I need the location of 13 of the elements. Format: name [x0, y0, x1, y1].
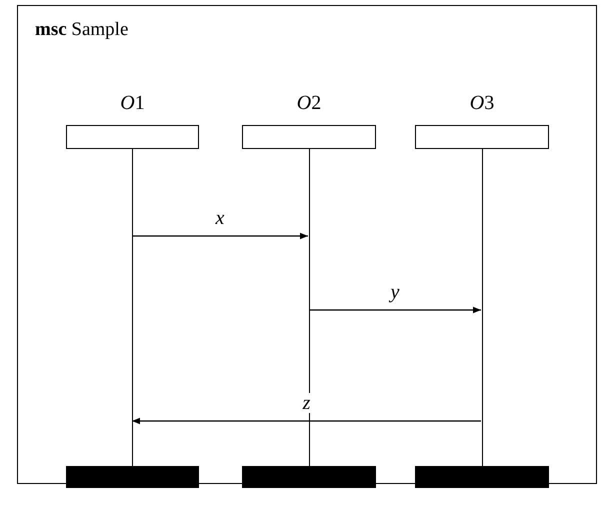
instance-end-bar — [66, 466, 199, 488]
message-label: z — [300, 393, 312, 413]
instance-name: O2 — [296, 91, 322, 115]
frame-title: msc Sample — [35, 19, 128, 41]
lifeline — [132, 149, 133, 466]
instance-end-bar — [242, 466, 376, 488]
lifeline — [482, 149, 483, 466]
message-arrow — [309, 306, 481, 314]
instance-end-bar — [415, 466, 549, 488]
message-arrow — [132, 418, 481, 424]
message-arrow — [132, 232, 308, 240]
instance-name: O3 — [468, 91, 496, 115]
instance-name: O1 — [119, 91, 146, 115]
